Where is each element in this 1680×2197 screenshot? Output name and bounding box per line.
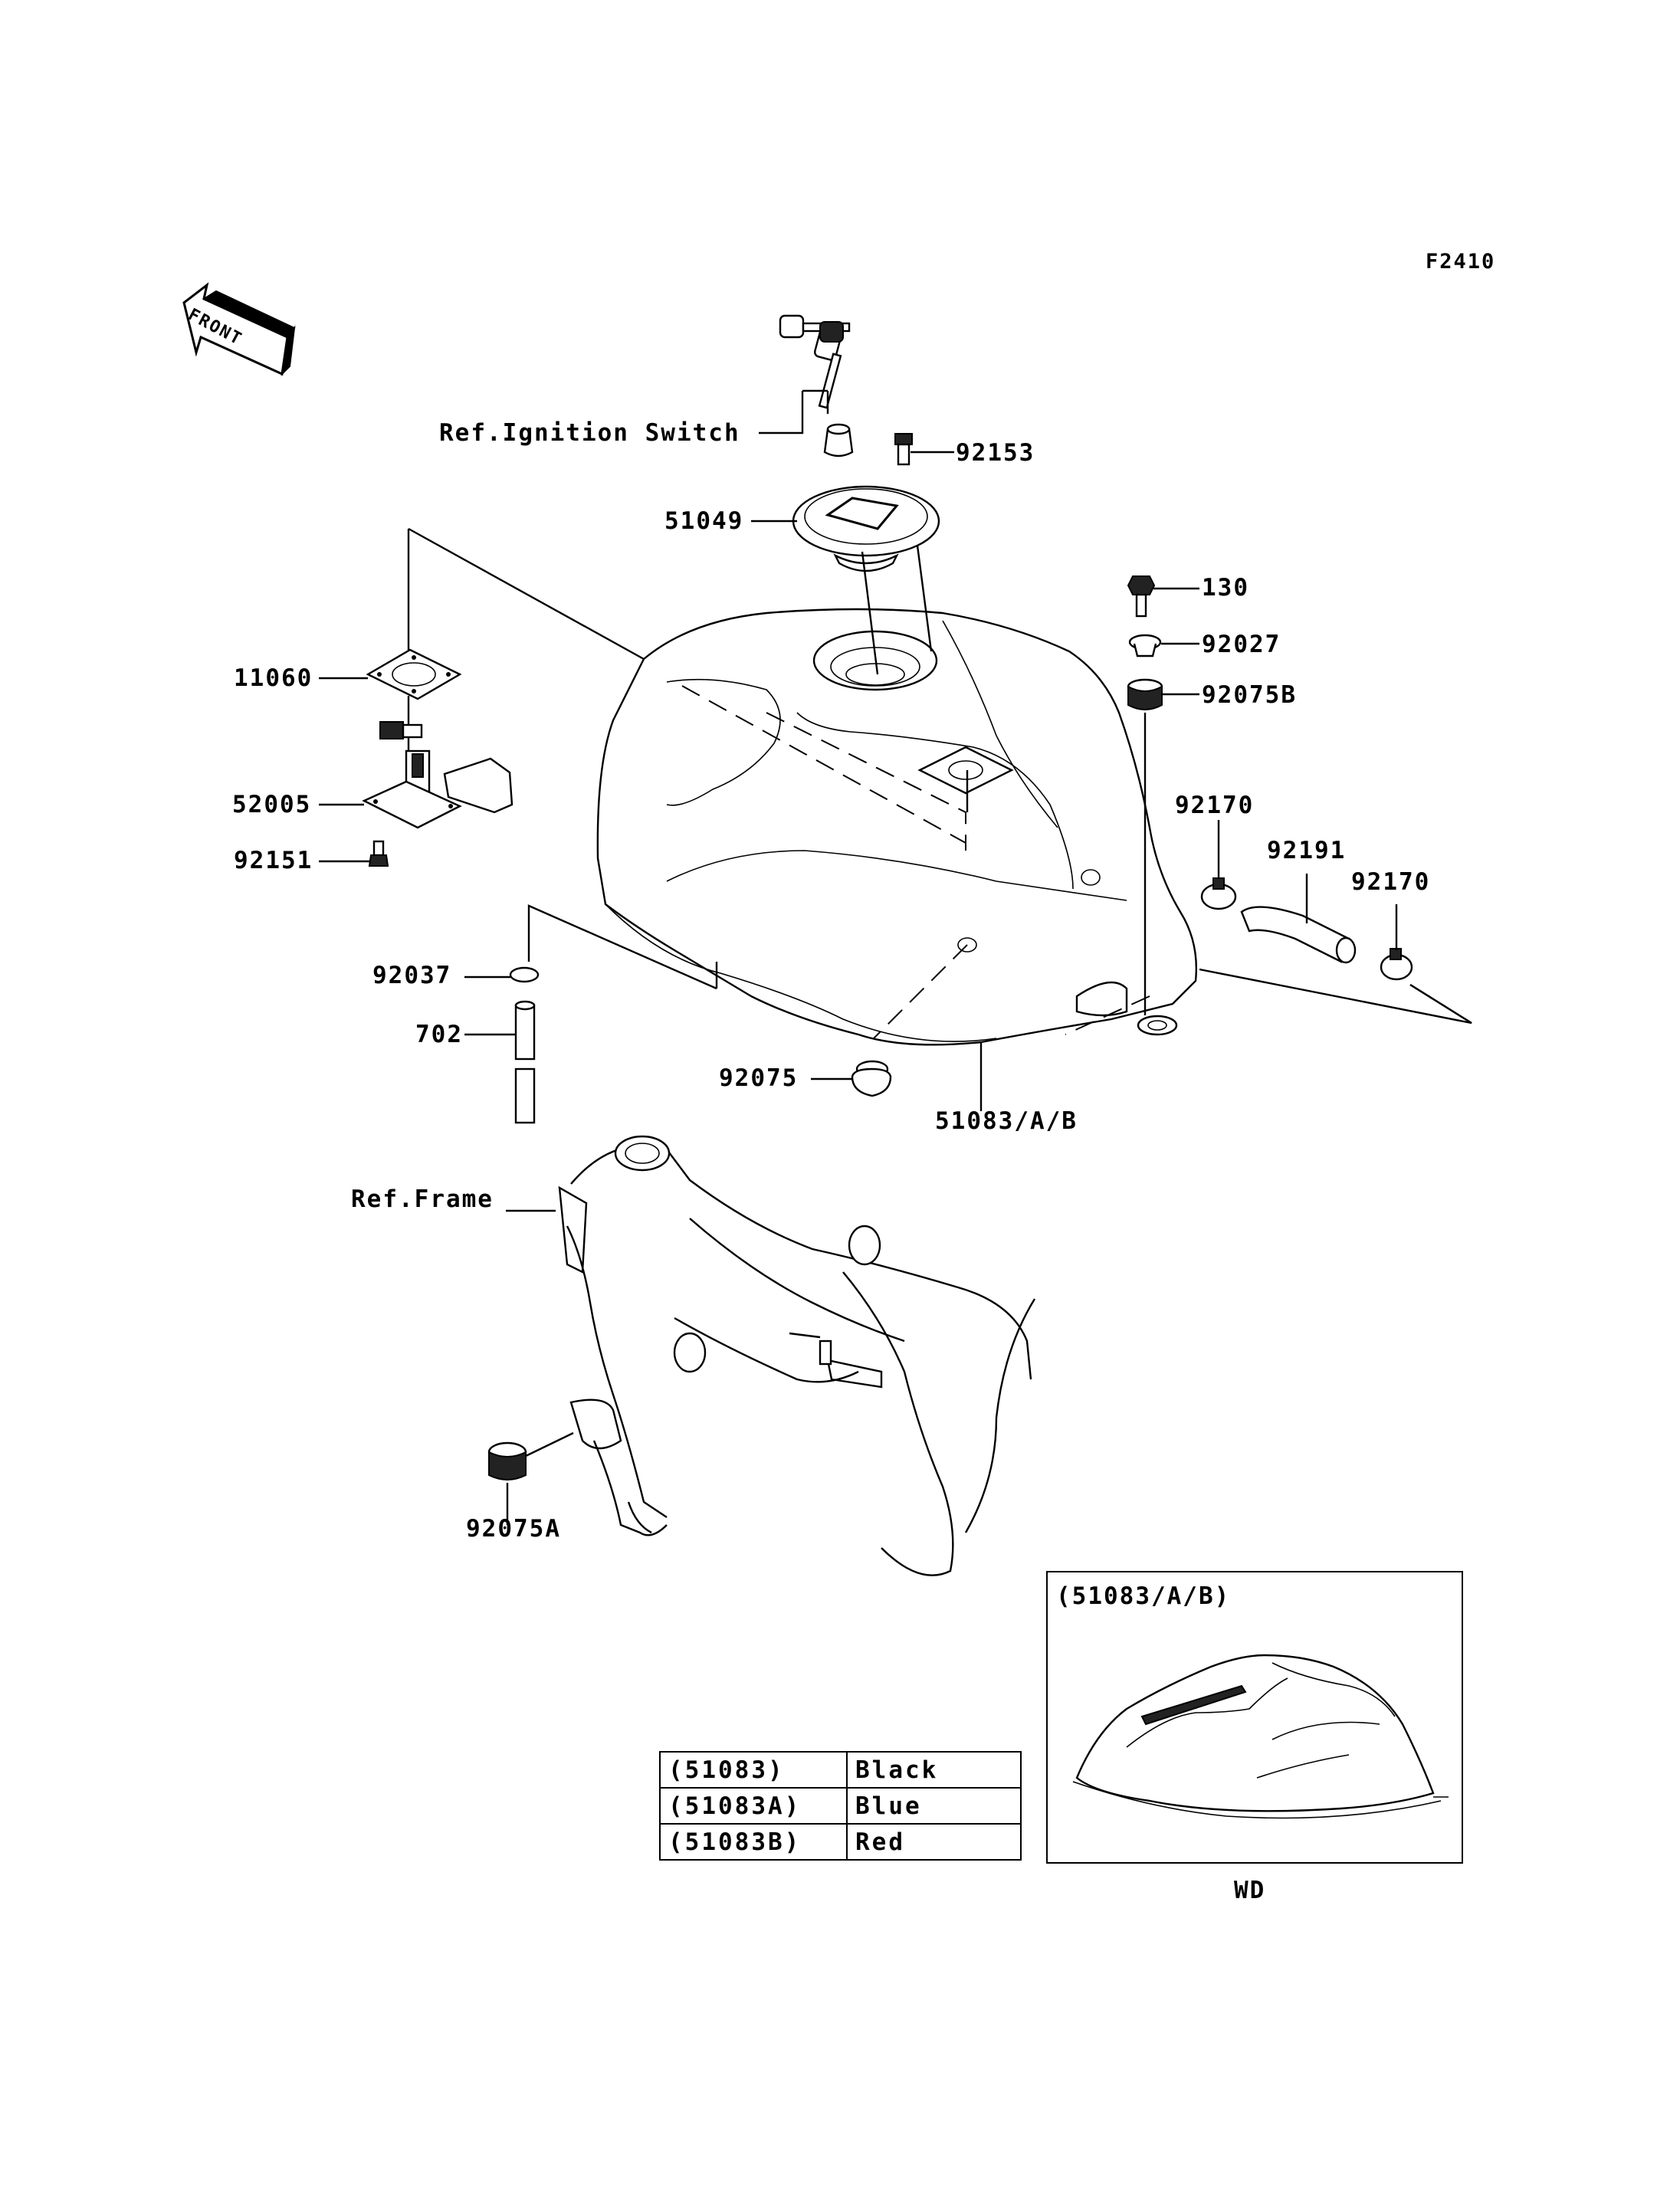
fuel-cap-51049: [792, 485, 940, 572]
gasket-11060: [366, 648, 462, 700]
frame-drawing: [558, 1135, 1036, 1576]
label-11060: 11060: [234, 664, 313, 692]
bolt-130: [1127, 575, 1156, 618]
damper-92075: [851, 1060, 892, 1097]
clamp-92170-right: [1380, 948, 1413, 981]
fuel-tank-51083: [596, 608, 1197, 1046]
damper-92075a: [487, 1441, 527, 1481]
washer-92027: [1128, 634, 1162, 657]
label-ignition-switch: Ref.Ignition Switch: [439, 419, 740, 447]
screw-92153: [894, 433, 913, 466]
label-92027: 92027: [1202, 631, 1281, 658]
screw-92151: [368, 840, 389, 867]
color-table: (51083) Black (51083A) Blue (51083B) Red: [659, 1751, 1022, 1861]
label-130: 130: [1202, 574, 1249, 602]
label-92075b: 92075B: [1202, 681, 1297, 709]
label-702: 702: [415, 1021, 463, 1048]
inset-tank-drawing: [1072, 1654, 1449, 1819]
figure-code: F2410: [1426, 250, 1496, 274]
ignition-keys: [779, 314, 851, 409]
clip-92037: [509, 966, 540, 983]
color-code: (51083B): [659, 1823, 848, 1861]
inset-caption: WD: [1234, 1877, 1266, 1904]
hose-702: [514, 1000, 536, 1124]
table-row: (51083B) Red: [659, 1823, 1022, 1861]
inset-panel: [1046, 1571, 1463, 1864]
label-92170-left: 92170: [1175, 792, 1255, 819]
label-92153: 92153: [956, 439, 1035, 467]
color-name: Blue: [846, 1787, 1022, 1825]
label-52005: 52005: [232, 791, 312, 818]
hose-92191: [1240, 906, 1357, 964]
clamp-92170-left: [1200, 877, 1237, 910]
table-row: (51083A) Blue: [659, 1787, 1022, 1825]
label-92075a: 92075A: [466, 1515, 561, 1543]
front-arrow-icon: [182, 282, 296, 376]
color-code: (51083A): [659, 1787, 848, 1825]
color-code: (51083): [659, 1751, 848, 1789]
color-name: Black: [846, 1751, 1022, 1789]
table-row: (51083) Black: [659, 1751, 1022, 1789]
label-ref-frame: Ref.Frame: [351, 1185, 494, 1213]
fuel-pump-52005: [362, 721, 514, 829]
damper-92075b: [1127, 678, 1163, 710]
label-92151: 92151: [234, 847, 313, 874]
label-92037: 92037: [372, 962, 452, 989]
color-name: Red: [846, 1823, 1022, 1861]
inset-title: (51083/A/B): [1056, 1582, 1231, 1610]
label-92191: 92191: [1267, 837, 1347, 864]
label-51083: 51083/A/B: [935, 1107, 1078, 1135]
key-grommet: [823, 423, 854, 457]
label-51049: 51049: [664, 507, 744, 535]
label-92075: 92075: [719, 1064, 799, 1092]
label-92170-right: 92170: [1351, 868, 1431, 896]
